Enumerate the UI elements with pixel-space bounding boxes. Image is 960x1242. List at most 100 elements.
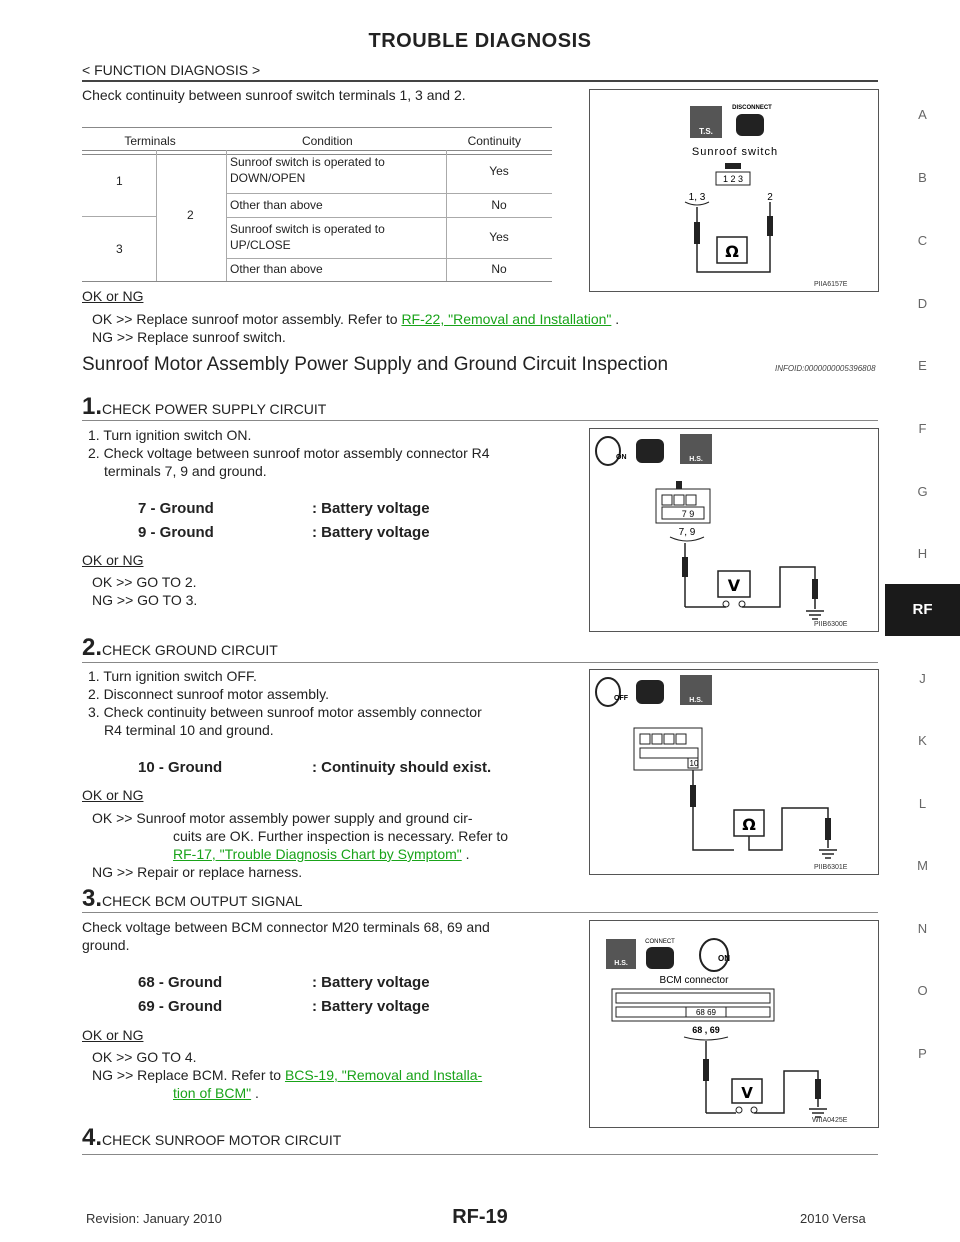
- step-line: R4 terminal 10 and ground.: [104, 722, 274, 738]
- okng-label: OK or NG: [82, 552, 144, 568]
- page-number: RF-19: [452, 1206, 508, 1228]
- svg-text:ON: ON: [616, 454, 627, 461]
- figure-sunroof-switch: T.S. DISCONNECT Sunroof switch 1 2 3 1, …: [589, 89, 879, 292]
- step-line: terminals 7, 9 and ground.: [104, 463, 267, 479]
- ref-link[interactable]: BCS-19, "Removal and Installa-: [284, 1067, 483, 1083]
- svg-text:7 9: 7 9: [682, 509, 695, 519]
- tab-e[interactable]: E: [918, 358, 927, 373]
- ref-link[interactable]: RF-22, "Removal and Installation": [401, 311, 612, 327]
- tab-f[interactable]: F: [918, 421, 927, 436]
- ok-result-ref: RF-17, "Trouble Diagnosis Chart by Sympt…: [173, 846, 470, 862]
- continuity-cell: No: [491, 198, 507, 212]
- step-2-heading: 2.CHECK GROUND CIRCUIT: [82, 634, 278, 662]
- tab-o[interactable]: O: [917, 983, 928, 998]
- condition-cell: Other than above: [230, 262, 323, 276]
- header-rule: [82, 80, 878, 82]
- svg-text:68 , 69: 68 , 69: [692, 1025, 720, 1035]
- measure-term: 7 - Ground: [138, 500, 214, 517]
- svg-text:OFF: OFF: [614, 695, 629, 702]
- tab-k[interactable]: K: [918, 733, 927, 748]
- footer-revision: Revision: January 2010: [86, 1211, 222, 1226]
- okng-label: OK or NG: [82, 787, 144, 803]
- svg-text:68 69: 68 69: [696, 1008, 717, 1017]
- tab-g[interactable]: G: [917, 484, 928, 499]
- tab-j[interactable]: J: [919, 671, 926, 686]
- ng-result: NG >> Replace BCM. Refer to BCS-19, "Rem…: [92, 1067, 483, 1083]
- condition-cell: Other than above: [230, 198, 323, 212]
- svg-text:Sunroof switch: Sunroof switch: [692, 146, 778, 158]
- ng-result: NG >> Replace sunroof switch.: [92, 329, 286, 345]
- continuity-cell: Yes: [489, 230, 509, 244]
- okng-label: OK or NG: [82, 1027, 144, 1043]
- tab-m[interactable]: M: [917, 858, 928, 873]
- intro-text: Check continuity between sunroof switch …: [82, 87, 466, 103]
- tab-c[interactable]: C: [917, 233, 928, 248]
- step-title: CHECK POWER SUPPLY CIRCUIT: [102, 401, 327, 417]
- sunroof-switch-diagram: T.S. DISCONNECT Sunroof switch 1 2 3 1, …: [684, 105, 778, 273]
- tab-b[interactable]: B: [918, 170, 927, 185]
- svg-text:V: V: [741, 1084, 753, 1102]
- svg-text:V: V: [728, 576, 741, 595]
- step-rule: [82, 662, 878, 663]
- step-rule: [82, 912, 878, 913]
- bcm-diagram: H.S. CONNECT ON BCM connector 68 69 68 ,…: [606, 938, 827, 1118]
- figure-bcm: H.S. CONNECT ON BCM connector 68 69 68 ,…: [589, 920, 879, 1128]
- step-line: ground.: [82, 937, 130, 953]
- ok-result-cont: cuits are OK. Further inspection is nece…: [173, 828, 509, 844]
- step-1-heading: 1.CHECK POWER SUPPLY CIRCUIT: [82, 393, 326, 421]
- terminal-cell: 2: [187, 208, 194, 222]
- svg-text:T.S.: T.S.: [699, 127, 713, 136]
- info-id: INFOID:0000000005396808: [775, 364, 876, 373]
- step-line: 2. Disconnect sunroof motor assembly.: [88, 686, 329, 702]
- page-title: TROUBLE DIAGNOSIS: [368, 30, 592, 52]
- step-line: 2. Check voltage between sunroof motor a…: [88, 445, 490, 461]
- figure-id: PIIB6301E: [814, 864, 848, 871]
- tab-rf[interactable]: RF: [885, 584, 960, 636]
- figure-ground-circuit: OFF H.S. 10 Ω PIIB6301E: [589, 669, 879, 875]
- step-line: 1. Turn ignition switch OFF.: [88, 668, 257, 684]
- figure-id: PIIA6157E: [814, 281, 848, 288]
- svg-text:10: 10: [690, 759, 699, 768]
- svg-text:BCM connector: BCM connector: [660, 975, 730, 986]
- ng-result: NG >> GO TO 3.: [92, 592, 198, 608]
- ts-icon: [690, 106, 722, 138]
- ground-circuit-diagram: OFF H.S. 10 Ω: [595, 675, 837, 859]
- table-body: 1 2 3 Sunroof switch is operated to DOWN…: [82, 150, 552, 282]
- tab-d[interactable]: D: [917, 296, 928, 311]
- svg-text:H.S.: H.S.: [614, 960, 628, 967]
- step-number: 2.: [82, 634, 103, 661]
- ng-result: NG >> Repair or replace harness.: [92, 864, 303, 880]
- figure-id: PIIB6300E: [814, 621, 848, 628]
- svg-text:ON: ON: [718, 954, 730, 963]
- okng-label: OK or NG: [82, 288, 144, 304]
- svg-text:Ω: Ω: [742, 815, 756, 834]
- svg-text:Ω: Ω: [725, 242, 739, 261]
- ng-result-cont: tion of BCM" .: [173, 1085, 259, 1101]
- step-title: CHECK BCM OUTPUT SIGNAL: [102, 893, 303, 909]
- measure-value: : Battery voltage: [312, 998, 430, 1015]
- ok-result: OK >> Replace sunroof motor assembly. Re…: [92, 311, 620, 327]
- svg-text:DISCONNECT: DISCONNECT: [732, 105, 772, 111]
- footer-model: 2010 Versa: [800, 1211, 866, 1226]
- step-line: 3. Check continuity between sunroof moto…: [88, 704, 482, 720]
- tab-p[interactable]: P: [918, 1046, 927, 1061]
- terminal-cell: 3: [116, 242, 123, 256]
- step-number: 1.: [82, 393, 103, 420]
- svg-text:H.S.: H.S.: [689, 697, 703, 704]
- tab-l[interactable]: L: [918, 796, 927, 811]
- step-title: CHECK GROUND CIRCUIT: [102, 642, 278, 658]
- tab-n[interactable]: N: [917, 921, 928, 936]
- figure-power-supply: ON H.S. 7 9 7, 9 V PIIB6300E: [589, 428, 879, 632]
- tab-h[interactable]: H: [917, 546, 928, 561]
- measure-value: : Continuity should exist.: [312, 759, 492, 776]
- step-3-heading: 3.CHECK BCM OUTPUT SIGNAL: [82, 885, 302, 913]
- measure-value: : Battery voltage: [312, 524, 430, 541]
- step-title: CHECK SUNROOF MOTOR CIRCUIT: [102, 1132, 342, 1148]
- ref-link[interactable]: tion of BCM": [173, 1085, 252, 1101]
- tab-a[interactable]: A: [918, 107, 927, 122]
- step-4-heading: 4.CHECK SUNROOF MOTOR CIRCUIT: [82, 1124, 341, 1152]
- ref-link[interactable]: RF-17, "Trouble Diagnosis Chart by Sympt…: [173, 846, 462, 862]
- condition-cell: Sunroof switch is operated to UP/CLOSE: [230, 222, 385, 252]
- svg-text:1, 3: 1, 3: [689, 192, 706, 203]
- measure-term: 69 - Ground: [138, 998, 223, 1015]
